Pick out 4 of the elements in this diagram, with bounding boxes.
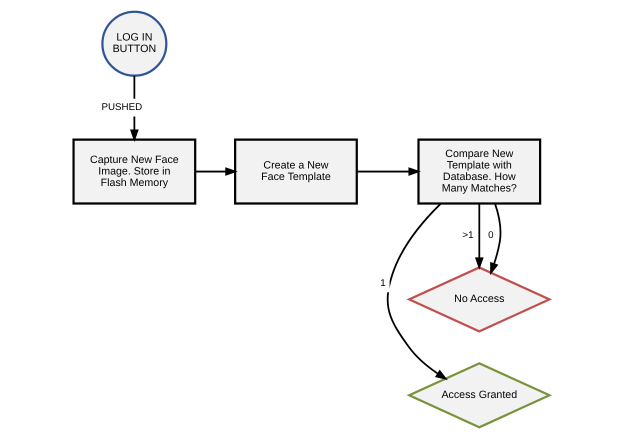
- edge-label: >1: [462, 230, 474, 241]
- edge-label: 1: [380, 278, 386, 289]
- edge-label: 0: [488, 230, 494, 241]
- edge-label: PUSHED: [101, 102, 142, 114]
